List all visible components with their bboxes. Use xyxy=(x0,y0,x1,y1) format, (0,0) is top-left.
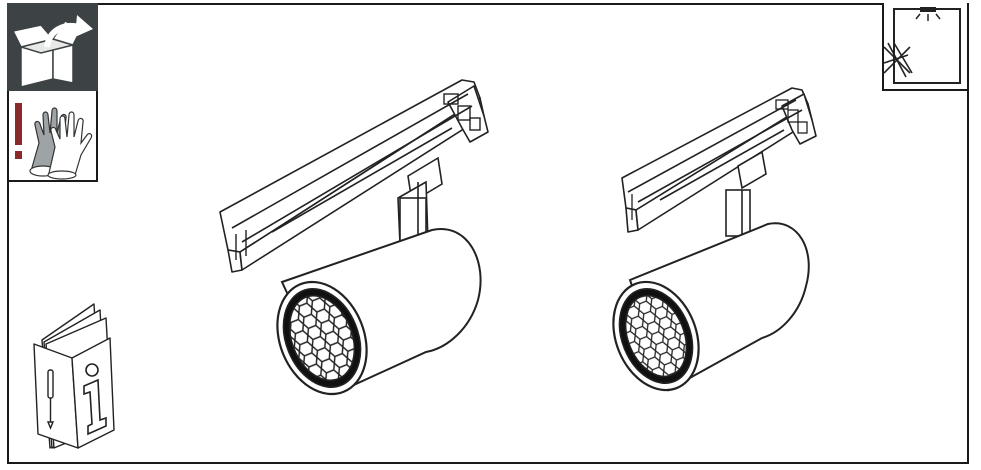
ceiling-light-no-glass-icon xyxy=(884,7,961,84)
instruction-sheet-frame xyxy=(7,3,969,464)
instruction-manual-icon xyxy=(28,300,120,450)
unbox-icon xyxy=(11,15,93,88)
track-spotlight-small xyxy=(598,80,838,400)
gloves-icon xyxy=(15,103,93,180)
unbox-icon-panel xyxy=(7,3,98,91)
track-spotlight-large xyxy=(212,72,512,402)
gloves-icon-panel xyxy=(7,91,98,182)
ceiling-icon-panel xyxy=(882,3,969,91)
